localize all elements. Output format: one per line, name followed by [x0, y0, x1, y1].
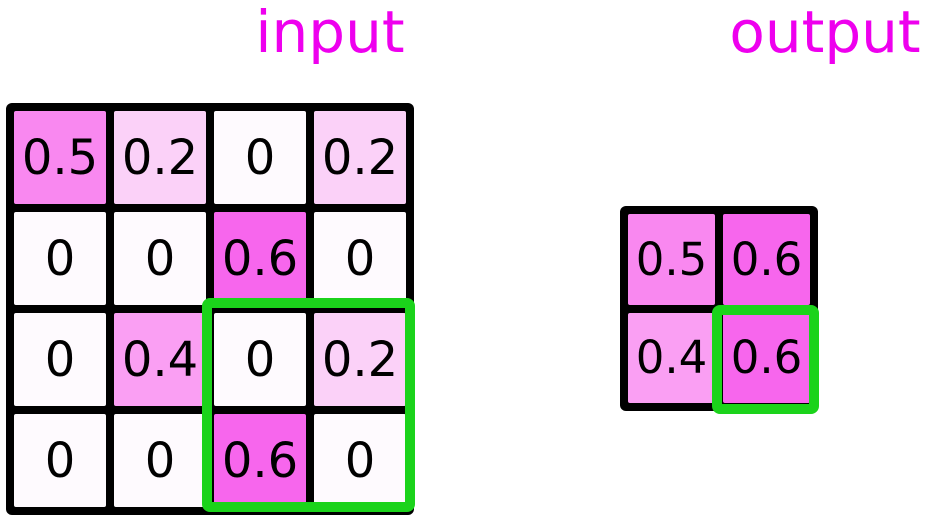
input-cell-r2c1: 0 [14, 212, 106, 305]
input-cell-r3c1: 0 [14, 313, 106, 406]
input-cell-r2c3: 0.6 [214, 212, 306, 305]
output-cell-r2c2: 0.6 [723, 312, 810, 403]
input-title: input [255, 0, 405, 66]
input-cell-r1c2: 0.2 [114, 111, 206, 204]
input-cell-r1c3: 0 [214, 111, 306, 204]
input-cell-r4c1: 0 [14, 414, 106, 507]
output-cell-r1c1: 0.5 [628, 214, 715, 305]
input-cell-r4c4: 0 [314, 414, 406, 507]
input-cell-r3c2: 0.4 [114, 313, 206, 406]
input-cell-r4c2: 0 [114, 414, 206, 507]
input-cell-r1c4: 0.2 [314, 111, 406, 204]
input-cell-r3c3: 0 [214, 313, 306, 406]
output-cell-r2c1: 0.4 [628, 312, 715, 403]
input-cell-r3c4: 0.2 [314, 313, 406, 406]
input-cell-r2c2: 0 [114, 212, 206, 305]
input-cell-r2c4: 0 [314, 212, 406, 305]
input-cell-r1c1: 0.5 [14, 111, 106, 204]
output-title: output [729, 0, 921, 66]
output-cell-r1c2: 0.6 [723, 214, 810, 305]
input-cell-r4c3: 0.6 [214, 414, 306, 507]
